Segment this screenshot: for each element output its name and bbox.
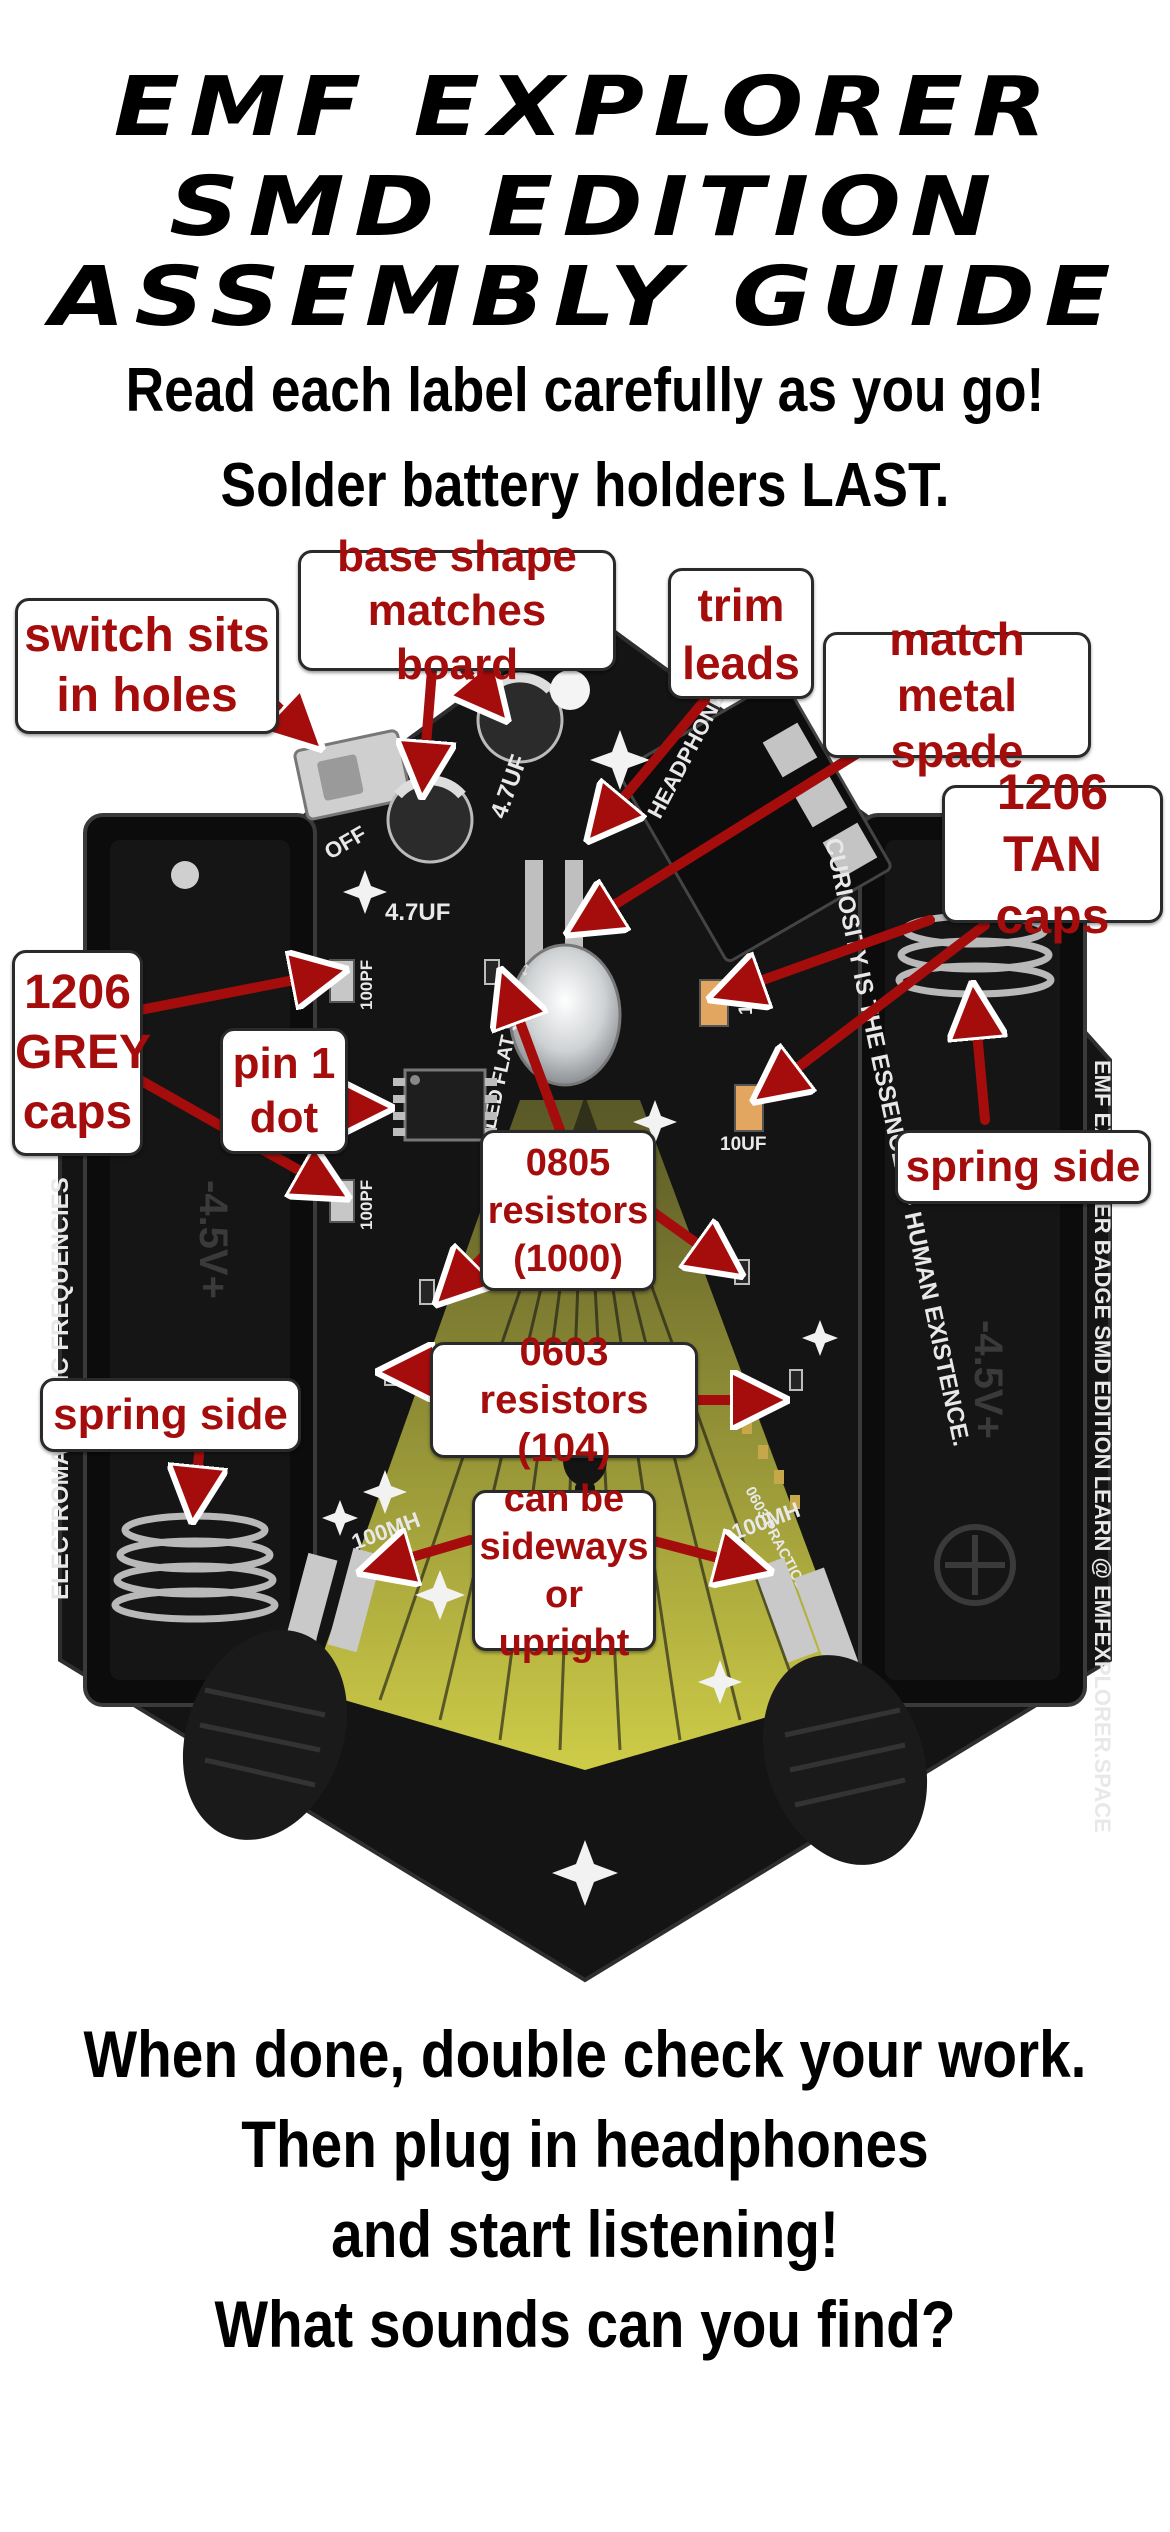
- label-spring-left-line-1: spring side: [53, 1390, 288, 1439]
- arrow-spring-right: [975, 1010, 985, 1125]
- label-switch: switch sits in holes: [15, 598, 279, 734]
- board-text-cap-2: 4.7UF: [385, 899, 450, 926]
- label-base-shape-line-1: base shape: [337, 531, 577, 581]
- label-trim-leads: trim leads: [668, 568, 814, 699]
- label-match-metal-line-1: match: [889, 613, 1025, 665]
- star-decorations: [322, 730, 838, 1906]
- label-pin1-line-2: dot: [249, 1093, 319, 1142]
- footer-line-3: and start listening!: [331, 2197, 839, 2271]
- label-switch-line-2: in holes: [56, 669, 238, 722]
- arrow-grey-1: [135, 975, 320, 1015]
- label-grey-caps: 1206 GREY caps: [12, 950, 152, 1156]
- label-switch-line-1: switch sits: [24, 609, 270, 662]
- label-match-metal: match metal spade: [823, 613, 1091, 777]
- resistor-0805-2: [419, 1279, 435, 1305]
- svg-text:-4.5V+: -4.5V+: [966, 1320, 1010, 1439]
- inductor-left: [182, 1547, 383, 1840]
- label-tan-caps: 1206 TAN caps: [942, 764, 1163, 944]
- arrow-tan-1: [735, 915, 935, 990]
- label-grey-caps-line-2: GREY: [15, 1026, 152, 1079]
- label-tan-caps-line-1: 1206: [996, 764, 1109, 820]
- label-tan-caps-line-2: TAN caps: [995, 826, 1110, 944]
- arrow-spring-left: [195, 1440, 200, 1495]
- label-pin1-line-1: pin 1: [232, 1039, 336, 1088]
- arrow-ind-left: [385, 1540, 475, 1565]
- svg-text:-4.5V+: -4.5V+: [191, 1180, 235, 1299]
- arrow-tan-2: [775, 920, 990, 1085]
- inductor-right: [753, 1557, 928, 1865]
- resistor-0805-3: [734, 1259, 750, 1285]
- board-photo: -4.5V+ -4.5V+ OFF 4.7UF 4.7UF: [0, 532, 1170, 2020]
- board-text-grey-1: 100PF: [357, 960, 376, 1010]
- label-trim-line-1: trim: [697, 578, 785, 631]
- label-inductor-line-2: sideways: [479, 1525, 649, 1568]
- footer-line-2: Then plug in headphones: [241, 2107, 929, 2181]
- arrow-base-shape-1: [424, 665, 432, 770]
- title-line-3: ASSEMBLY GUIDE: [50, 250, 1120, 345]
- resistor-0603-2: [789, 1369, 803, 1391]
- arrow-base-shape-2: [465, 670, 490, 700]
- label-spring-right-line-1: spring side: [905, 1142, 1141, 1191]
- label-pin1: pin 1 dot: [220, 1028, 348, 1154]
- tan-cap-1: [699, 979, 729, 1027]
- resistor-0805-1: [484, 959, 500, 985]
- arrow-trim: [605, 695, 710, 820]
- label-0805-line-3: (1000): [513, 1237, 623, 1280]
- label-0603-line-1: 0603 resistors: [479, 1330, 649, 1422]
- label-inductor: can be sideways or upright: [472, 1478, 656, 1664]
- grey-cap-1: [329, 959, 355, 1003]
- label-base-shape: base shape matches board: [298, 532, 616, 689]
- arrow-ind-right: [645, 1540, 745, 1565]
- label-match-metal-line-2: metal spade: [890, 669, 1024, 777]
- label-resistors-0603: 0603 resistors (104): [430, 1330, 698, 1470]
- intro-line-2: Solder battery holders LAST.: [220, 451, 950, 520]
- board-text-grey-2: 100PF: [357, 1180, 376, 1230]
- tan-cap-2: [734, 1084, 764, 1132]
- footer-line-4: What sounds can you find?: [214, 2287, 956, 2361]
- ic-chip: [393, 1068, 497, 1142]
- arrow-0805-right: [645, 1205, 720, 1260]
- label-spring-side-right: spring side: [895, 1130, 1151, 1204]
- electrolytic-cap-2: [386, 775, 474, 864]
- grey-cap-2: [329, 1179, 355, 1223]
- label-grey-caps-line-3: caps: [22, 1086, 133, 1139]
- label-grey-caps-line-1: 1206: [24, 966, 131, 1019]
- arrow-match-metal: [590, 725, 900, 920]
- label-0603-line-2: (104): [517, 1426, 611, 1470]
- label-trim-line-2: leads: [682, 636, 800, 689]
- battery-holder-left: -4.5V+: [83, 813, 317, 1707]
- label-base-shape-line-2: matches board: [367, 585, 547, 689]
- arrow-0805-up: [510, 995, 565, 1135]
- label-resistors-0805: 0805 resistors (1000): [480, 1130, 656, 1291]
- label-0805-line-1: 0805: [525, 1141, 611, 1184]
- label-inductor-line-3: or upright: [498, 1573, 630, 1664]
- title-line-1: EMF EXPLORER: [113, 60, 1057, 155]
- label-spring-side-left: spring side: [40, 1378, 301, 1452]
- callout-arrows: [135, 665, 990, 1565]
- label-inductor-line-1: can be: [503, 1477, 625, 1520]
- resistor-0603-1: [384, 1364, 398, 1386]
- title-line-2: SMD EDITION: [169, 160, 1001, 255]
- board-text-tan-2: 10UF: [720, 1134, 766, 1155]
- label-0805-line-2: resistors: [487, 1189, 649, 1232]
- battery-holder-right: -4.5V+: [858, 813, 1087, 1707]
- intro-line-1: Read each label carefully as you go!: [125, 356, 1045, 425]
- footer-line-1: When done, double check your work.: [83, 2017, 1087, 2091]
